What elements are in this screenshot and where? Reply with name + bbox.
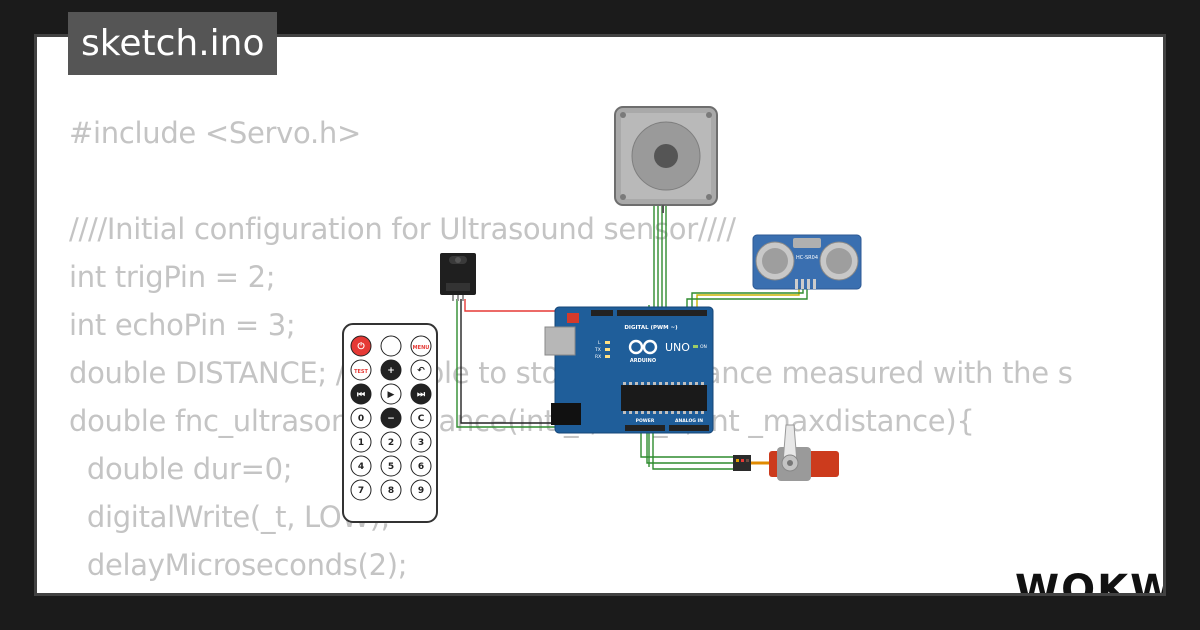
ultrasonic-sensor[interactable]: HC-SR04 — [752, 234, 862, 290]
digital-label: DIGITAL (PWM ~) — [624, 325, 678, 331]
remote-button-label: 3 — [418, 438, 424, 448]
remote-button[interactable]: 9 — [410, 479, 432, 501]
ir-remote[interactable]: ⏻ MENU TEST + ↶ ⏮ ▶ ⏭ 0 − C 1 2 3 4 5 6 7 8 9 — [342, 323, 438, 523]
circuit-diagram: HC-SR04 DIGITAL — [342, 106, 862, 523]
wire-ultra-3 — [686, 287, 808, 309]
wokwi-logo-text: WOKWI — [1015, 567, 1166, 596]
wire-servo-2 — [646, 432, 737, 464]
remote-button-label: 5 — [388, 462, 394, 472]
remote-button[interactable]: MENU — [410, 335, 432, 357]
led-rx: RX — [595, 354, 601, 360]
led-l: L — [598, 340, 601, 346]
remote-button-label: TEST — [354, 369, 368, 375]
ultrasonic-label: HC-SR04 — [796, 255, 818, 261]
remote-button[interactable]: − — [380, 407, 402, 429]
remote-button-label: 2 — [388, 438, 394, 448]
preview-card: #include <Servo.h> ////Initial configurat… — [34, 34, 1166, 596]
remote-button[interactable]: ⏻ — [350, 335, 372, 357]
remote-button[interactable]: + — [380, 359, 402, 381]
wire-servo-1 — [640, 432, 737, 458]
arduino-model: UNO — [665, 341, 690, 354]
arduino-uno[interactable]: DIGITAL (PWM ~) UNO ARDUINO L TX RX ON — [544, 306, 714, 434]
remote-button-label: ⏭ — [417, 390, 426, 400]
remote-button-label: ⏮ — [357, 390, 365, 400]
stepper-motor[interactable] — [614, 106, 718, 213]
code-line: double dur=0; — [69, 452, 293, 486]
code-preview: #include <Servo.h> ////Initial configurat… — [69, 109, 1073, 593]
remote-button[interactable]: 7 — [350, 479, 372, 501]
remote-button[interactable]: 3 — [410, 431, 432, 453]
remote-button[interactable]: 1 — [350, 431, 372, 453]
remote-button[interactable]: ↶ — [410, 359, 432, 381]
remote-button[interactable]: C — [410, 407, 432, 429]
remote-button[interactable]: ▶ — [380, 383, 402, 405]
remote-button[interactable]: 0 — [350, 407, 372, 429]
remote-button[interactable]: ⏭ — [410, 383, 432, 405]
code-line: #include <Servo.h> — [69, 116, 361, 150]
code-line: ////Initial configuration for Ultrasound… — [69, 212, 736, 246]
wire-servo-3 — [652, 432, 737, 470]
remote-button[interactable]: 8 — [380, 479, 402, 501]
led-tx: TX — [594, 347, 601, 353]
servo-motor[interactable] — [733, 424, 839, 481]
remote-button[interactable]: ⏮ — [350, 383, 372, 405]
arduino-brand: ARDUINO — [630, 358, 656, 364]
remote-button[interactable]: 5 — [380, 455, 402, 477]
code-line: delayMicroseconds(2); — [69, 548, 408, 582]
wire-ultra-2 — [691, 287, 804, 309]
remote-button-label: MENU — [413, 345, 430, 351]
led-on: ON — [700, 344, 707, 350]
arduino-logo — [628, 339, 658, 355]
remote-button-label: + — [387, 366, 395, 376]
remote-button[interactable]: 6 — [410, 455, 432, 477]
remote-button-label: ↶ — [417, 366, 425, 376]
remote-button-label: 9 — [418, 486, 424, 496]
remote-button-label: 7 — [358, 486, 364, 496]
wire-ultra-1 — [696, 287, 800, 309]
code-line: int trigPin = 2; — [69, 260, 276, 294]
power-label: POWER — [636, 418, 655, 424]
remote-button-label: C — [418, 414, 425, 424]
remote-button-label: 0 — [358, 414, 364, 424]
remote-button-grid: ⏻ MENU TEST + ↶ ⏮ ▶ ⏭ 0 − C 1 2 3 4 5 6 7 8 9 — [350, 335, 432, 501]
wokwi-logo: WOKWI — [1015, 565, 1166, 596]
remote-button-label: 1 — [358, 438, 364, 448]
sketch-title: sketch.ino — [68, 12, 278, 75]
remote-button-label: ⏻ — [357, 341, 365, 352]
remote-button-label: ▶ — [388, 390, 395, 400]
remote-button-label: 8 — [388, 486, 394, 496]
remote-button[interactable] — [380, 335, 402, 357]
remote-button-label: − — [387, 414, 395, 424]
remote-button-label: 6 — [418, 462, 424, 472]
remote-button[interactable]: TEST — [350, 359, 372, 381]
remote-button-label: 4 — [358, 462, 364, 472]
ir-receiver[interactable] — [440, 253, 476, 301]
code-line: int echoPin = 3; — [69, 308, 296, 342]
analog-label: ANALOG IN — [675, 418, 703, 424]
remote-button[interactable]: 4 — [350, 455, 372, 477]
remote-button[interactable]: 2 — [380, 431, 402, 453]
